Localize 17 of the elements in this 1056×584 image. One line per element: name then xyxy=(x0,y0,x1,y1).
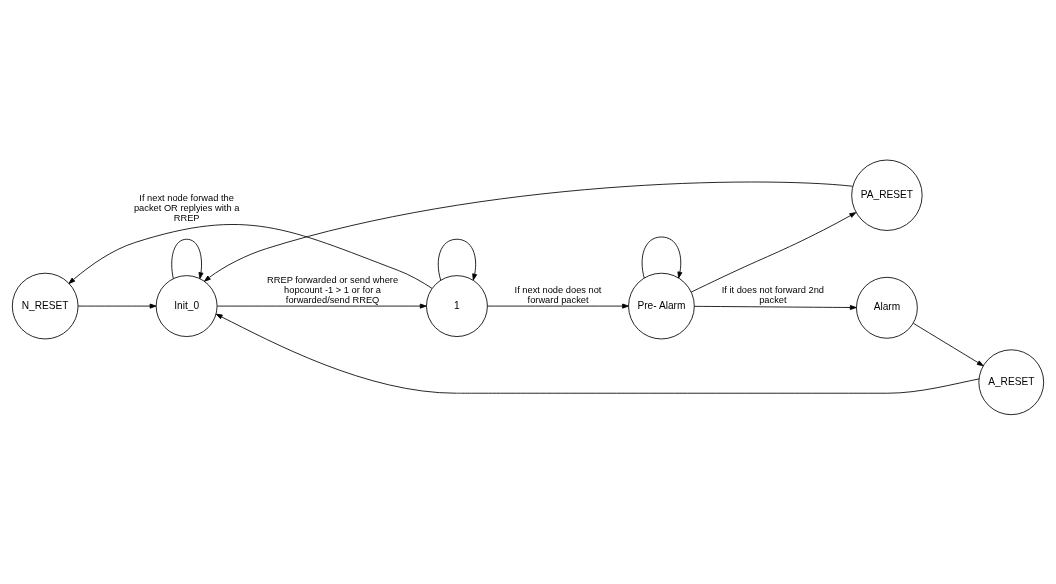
arrow xyxy=(68,223,433,289)
arrow xyxy=(437,238,478,280)
arrow xyxy=(913,322,984,366)
arrow xyxy=(216,303,427,309)
edge-label: If next node forwad the packet OR replyies with a RREP xyxy=(133,192,240,223)
arrow xyxy=(204,181,853,282)
edge-label: RREP forwarded or send where hopcount -1 > 1 or for a forwarded/send RREQ xyxy=(267,274,399,305)
arrow xyxy=(77,303,157,309)
arrow xyxy=(487,303,629,309)
edge-label: If next node does not forward packet xyxy=(514,284,602,305)
arrow xyxy=(641,236,683,278)
node-circle: Alarm xyxy=(856,276,918,339)
arrow xyxy=(171,238,204,279)
arrow xyxy=(215,313,980,394)
arrow xyxy=(693,304,857,310)
arrow xyxy=(690,211,857,293)
edge-label: If it does not forward 2nd packet xyxy=(721,284,825,305)
